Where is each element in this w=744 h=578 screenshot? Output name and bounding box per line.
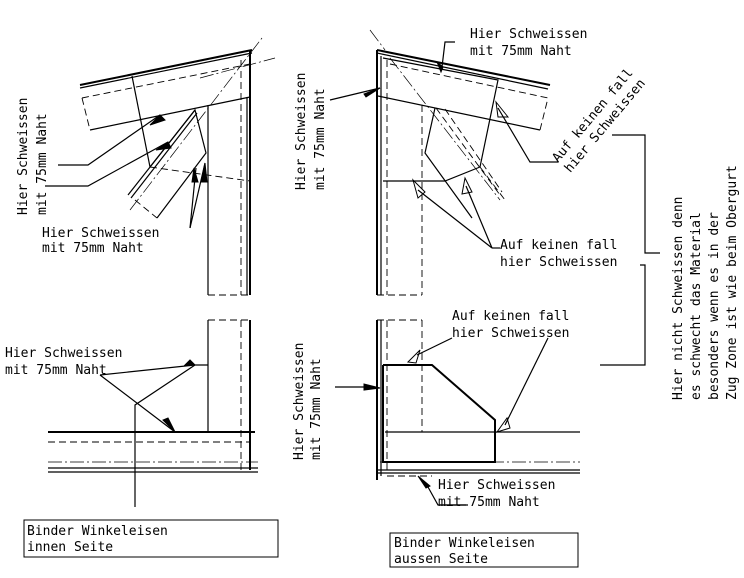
annotation-text: Hier Schweissen [438, 478, 555, 493]
annotation-text: mit 75mm Naht [42, 241, 144, 256]
annotation-bl-left: Hier Schweissen mit 75mm Naht [5, 346, 122, 378]
annotation-tr-top: Hier Schweissen mit 75mm Naht [470, 27, 587, 59]
annotation-tl-lower: Hier Schweissen mit 75mm Naht [42, 226, 159, 256]
annotation-tr-mid: Auf keinen fall hier Schweissen [500, 238, 617, 270]
title-text: innen Seite [27, 540, 113, 555]
annotation-text: Hier nicht Schweissen denn [671, 197, 686, 401]
annotation-text: Hier Schweissen [5, 346, 122, 361]
annotation-text: Hier Schweissen [470, 27, 587, 42]
annotation-text: hier Schweissen [452, 326, 569, 341]
annotation-text: Auf keinen fall [452, 309, 569, 324]
annotation-text: Hier Schweissen [294, 73, 309, 190]
annotation-br-bottom: Hier Schweissen mit 75mm Naht [438, 478, 555, 510]
annotation-text: Auf keinen fall [500, 238, 617, 253]
annotation-br-top: Auf keinen fall hier Schweissen [452, 309, 569, 341]
title-text: Binder Winkeleisen [394, 536, 535, 551]
annotation-text: mit 75mm Naht [5, 363, 107, 378]
annotation-text: mit 75mm Naht [35, 113, 50, 215]
detail-top-right [329, 29, 660, 366]
detail-bottom-left [48, 319, 258, 507]
annotation-tm-vertical: Hier Schweissen mit 75mm Naht [294, 73, 328, 190]
annotation-text: mit 75mm Naht [309, 358, 324, 460]
title-box-inner: Binder Winkeleisen innen Seite [23, 519, 279, 558]
annotation-text: Hier Schweissen [16, 98, 31, 215]
annotation-right-note: Hier nicht Schweissen denn es schwecht d… [671, 165, 740, 400]
title-text: aussen Seite [394, 552, 488, 567]
annotation-bm-vertical: Hier Schweissen mit 75mm Naht [292, 343, 324, 460]
annotation-text: Hier Schweissen [292, 343, 307, 460]
annotation-text: es schwecht das Material [689, 212, 704, 400]
annotation-text: Zug Zone ist wie beim Obergurt [725, 165, 740, 400]
annotation-tl-vertical: Hier Schweissen mit 75mm Naht [16, 98, 50, 215]
annotation-text: mit 75mm Naht [470, 44, 572, 59]
annotation-text: besonders wenn es in der [707, 212, 722, 400]
annotation-text: hier Schweissen [500, 255, 617, 270]
title-text: Binder Winkeleisen [27, 524, 168, 539]
title-box-outer: Binder Winkeleisen aussen Seite [389, 532, 579, 568]
annotation-text: mit 75mm Naht [438, 495, 540, 510]
annotation-text: Hier Schweissen [42, 226, 159, 241]
annotation-tr-diagonal: Auf keinen fall hier Schweissen [550, 66, 649, 176]
annotation-text: mit 75mm Naht [313, 88, 328, 190]
detail-top-left [45, 37, 276, 296]
